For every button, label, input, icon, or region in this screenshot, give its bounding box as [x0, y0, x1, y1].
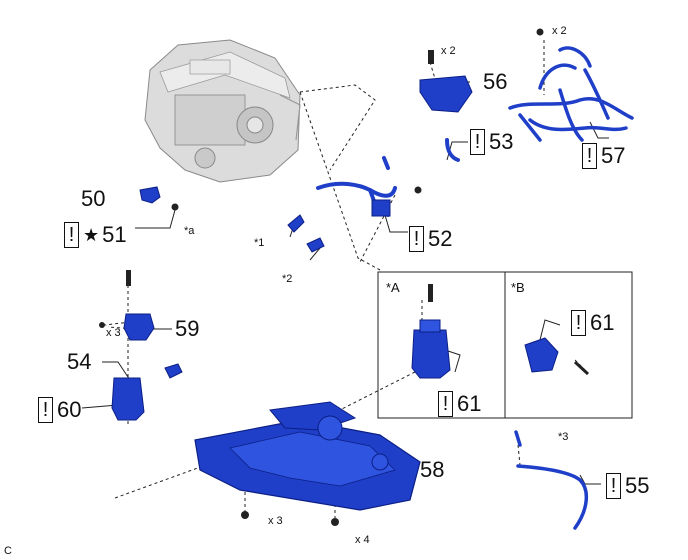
callout-55-group: !55 — [606, 473, 649, 499]
part-54 — [164, 363, 183, 379]
callout-55: 55 — [625, 473, 650, 498]
caution-icon: ! — [571, 310, 586, 336]
qty-57: x 2 — [552, 25, 567, 37]
callout-61a: 61 — [457, 391, 482, 416]
part-50 — [139, 186, 161, 204]
mount-60 — [111, 377, 145, 421]
caution-icon: ! — [438, 391, 453, 417]
cover-56 — [419, 75, 473, 113]
caution-icon: ! — [64, 222, 79, 248]
callout-57: 57 — [601, 143, 626, 168]
hose-55 — [514, 430, 588, 530]
ref-1: *1 — [254, 237, 265, 249]
nut-58a — [241, 511, 249, 519]
panel-b-label: *B — [511, 280, 525, 295]
subframe-58 — [194, 401, 421, 511]
caution-icon: ! — [470, 129, 485, 155]
panel-a-label: *A — [386, 280, 400, 295]
mount-61-a — [411, 284, 451, 379]
bracket-59 — [123, 313, 155, 341]
hose-53 — [445, 138, 460, 162]
callout-51: 51 — [102, 222, 127, 247]
callout-58: 58 — [420, 457, 445, 482]
figure-code: C — [4, 545, 12, 557]
ref-2: *2 — [282, 273, 293, 285]
valve-52 — [371, 199, 391, 217]
callout-53-group: !53 — [470, 129, 513, 155]
caution-icon: ! — [409, 226, 424, 252]
callout-56: 56 — [483, 69, 508, 94]
callout-52-group: !52 — [409, 226, 452, 252]
bolt-51 — [171, 203, 179, 211]
callout-52: 52 — [428, 226, 453, 251]
callout-61b-group: !61 — [571, 310, 614, 336]
wire-harness-57 — [508, 46, 634, 142]
star-icon: ★ — [83, 224, 100, 245]
callout-60-group: !60 — [38, 397, 81, 423]
clip-2 — [306, 237, 325, 253]
qty-58b: x 4 — [355, 534, 370, 546]
callout-61b: 61 — [590, 310, 615, 335]
callout-61a-group: !61 — [438, 391, 481, 417]
clip-1 — [287, 214, 305, 233]
qty-59: x 3 — [106, 327, 121, 339]
caution-icon: ! — [38, 397, 53, 423]
engine-assembly — [144, 39, 301, 183]
bolt-59-top — [126, 270, 131, 286]
callout-51-group: !★51 — [64, 222, 127, 248]
callout-57-group: !57 — [582, 143, 625, 169]
ref-a: *a — [184, 225, 195, 237]
mount-61-b — [524, 337, 590, 376]
callout-53: 53 — [489, 129, 514, 154]
bolt-57 — [536, 28, 544, 36]
caution-icon: ! — [606, 473, 621, 499]
callout-54: 54 — [67, 349, 92, 374]
qty-58a: x 3 — [268, 515, 283, 527]
bolt-56 — [428, 50, 434, 64]
callout-60: 60 — [57, 397, 82, 422]
qty-56: x 2 — [441, 45, 456, 57]
callout-59: 59 — [175, 316, 200, 341]
caution-icon: ! — [582, 143, 597, 169]
bolt-59 — [99, 322, 105, 328]
ref-3: *3 — [558, 431, 569, 443]
nut-58b — [331, 518, 339, 526]
bolt-52 — [414, 186, 422, 194]
callout-50: 50 — [81, 186, 106, 211]
